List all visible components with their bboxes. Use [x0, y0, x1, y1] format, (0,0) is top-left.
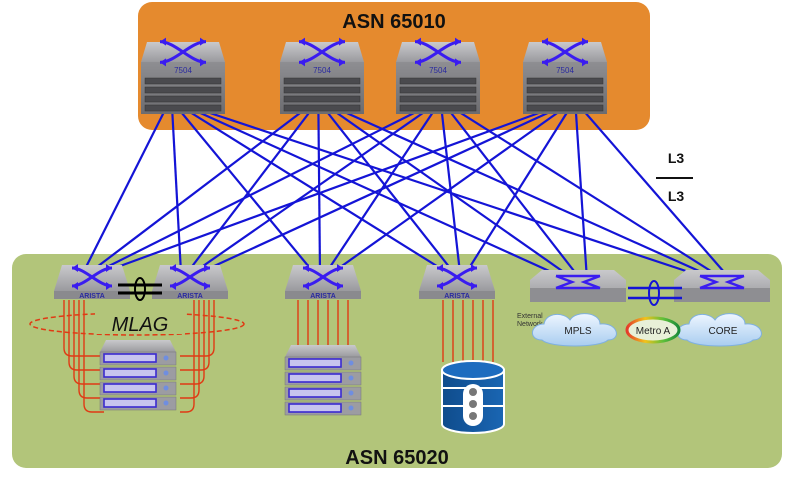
uplink: [582, 109, 732, 281]
uplink: [440, 109, 462, 274]
spine-model-label: 7504: [556, 66, 574, 75]
access-link: [73, 300, 104, 385]
uplink: [455, 109, 726, 281]
switch-arrows-icon: [159, 37, 207, 67]
spine-zone: [138, 2, 650, 130]
spine-switch-1[interactable]: 7504: [141, 37, 225, 114]
uplink: [94, 109, 421, 274]
switch-arrows-icon: [555, 274, 601, 290]
leaf-zone-label: ASN 65020: [345, 447, 448, 469]
uplink: [200, 108, 714, 282]
uplink: [317, 109, 322, 274]
uplink: [100, 108, 548, 275]
access-link: [180, 300, 195, 413]
layer-label-bottom: L3: [668, 188, 685, 204]
access-link: [68, 300, 104, 371]
server-stack-leaf3[interactable]: [284, 345, 362, 416]
server-stack-mlag[interactable]: [99, 340, 177, 411]
spine-zone-label: ASN 65010: [342, 11, 445, 33]
leaf-switch-2[interactable]: ARISTA: [152, 264, 228, 300]
switch-arrows-icon: [541, 37, 589, 67]
uplink: [192, 109, 428, 274]
access-link: [63, 300, 104, 357]
switch-arrows-icon: [414, 37, 462, 67]
uplink: [186, 109, 313, 274]
mlag-label: MLAG: [112, 314, 169, 336]
uplink: [198, 109, 555, 274]
uplink: [178, 109, 315, 274]
switch-arrows-icon: [71, 264, 113, 290]
cloud-core-label: CORE: [709, 326, 738, 337]
spine-switch-4[interactable]: 7504: [523, 37, 607, 114]
uplink: [465, 109, 570, 274]
uplink: [339, 108, 720, 282]
uplink: [82, 109, 166, 274]
leaf-brand-label: ARISTA: [177, 293, 203, 300]
leaf-switch-3[interactable]: ARISTA: [285, 264, 361, 300]
access-link: [180, 300, 210, 371]
spine-model-label: 7504: [429, 66, 447, 75]
uplink: [325, 109, 436, 274]
layer-label-top: L3: [668, 150, 685, 166]
peer-link-bundle-icon: [134, 277, 146, 301]
uplink: [324, 109, 455, 274]
leaf-switch-5[interactable]: [530, 270, 626, 302]
uplink: [332, 109, 576, 281]
switch-arrows-icon: [699, 274, 745, 290]
spine-model-label: 7504: [174, 66, 192, 75]
cloud-metro[interactable]: Metro A: [625, 316, 681, 344]
mlag-group: MLAG: [29, 277, 245, 336]
database-icon[interactable]: [441, 360, 505, 434]
uplink: [186, 109, 449, 274]
cloud-core[interactable]: CORE: [677, 313, 762, 347]
access-links: [63, 300, 494, 413]
access-link: [180, 300, 215, 357]
switch-arrows-icon: [169, 264, 211, 290]
access-link: [78, 300, 104, 399]
uplinks: [82, 108, 732, 282]
cloud-mpls-label: MPLS: [564, 326, 592, 337]
uplink: [574, 109, 589, 281]
access-link: [180, 300, 200, 399]
uplink: [88, 109, 305, 274]
switch-arrows-icon: [436, 264, 478, 290]
uplink: [331, 109, 563, 274]
cloud-mpls[interactable]: MPLS: [532, 313, 617, 347]
leaf-brand-label: ARISTA: [79, 293, 105, 300]
spine-switch-3[interactable]: 7504: [396, 37, 480, 114]
leaf-switch-4[interactable]: ARISTA: [419, 264, 495, 300]
uplink: [193, 108, 570, 282]
spine-switch-2[interactable]: 7504: [280, 37, 364, 114]
uplink: [171, 109, 183, 274]
leaf-brand-label: ARISTA: [444, 293, 470, 300]
switch-arrows-icon: [298, 37, 346, 67]
leaf-brand-label: ARISTA: [310, 293, 336, 300]
switch-arrows-icon: [302, 264, 344, 290]
leaf-switch-6[interactable]: [674, 270, 770, 302]
access-link: [180, 300, 205, 385]
border-bundle: [628, 280, 682, 306]
cloud-metro-label: Metro A: [636, 326, 671, 337]
spine-model-label: 7504: [313, 66, 331, 75]
access-link: [83, 300, 104, 413]
leaf-switch-1[interactable]: ARISTA: [54, 264, 130, 300]
border-bundle-icon: [648, 280, 660, 306]
mlag-ring: [29, 312, 245, 336]
